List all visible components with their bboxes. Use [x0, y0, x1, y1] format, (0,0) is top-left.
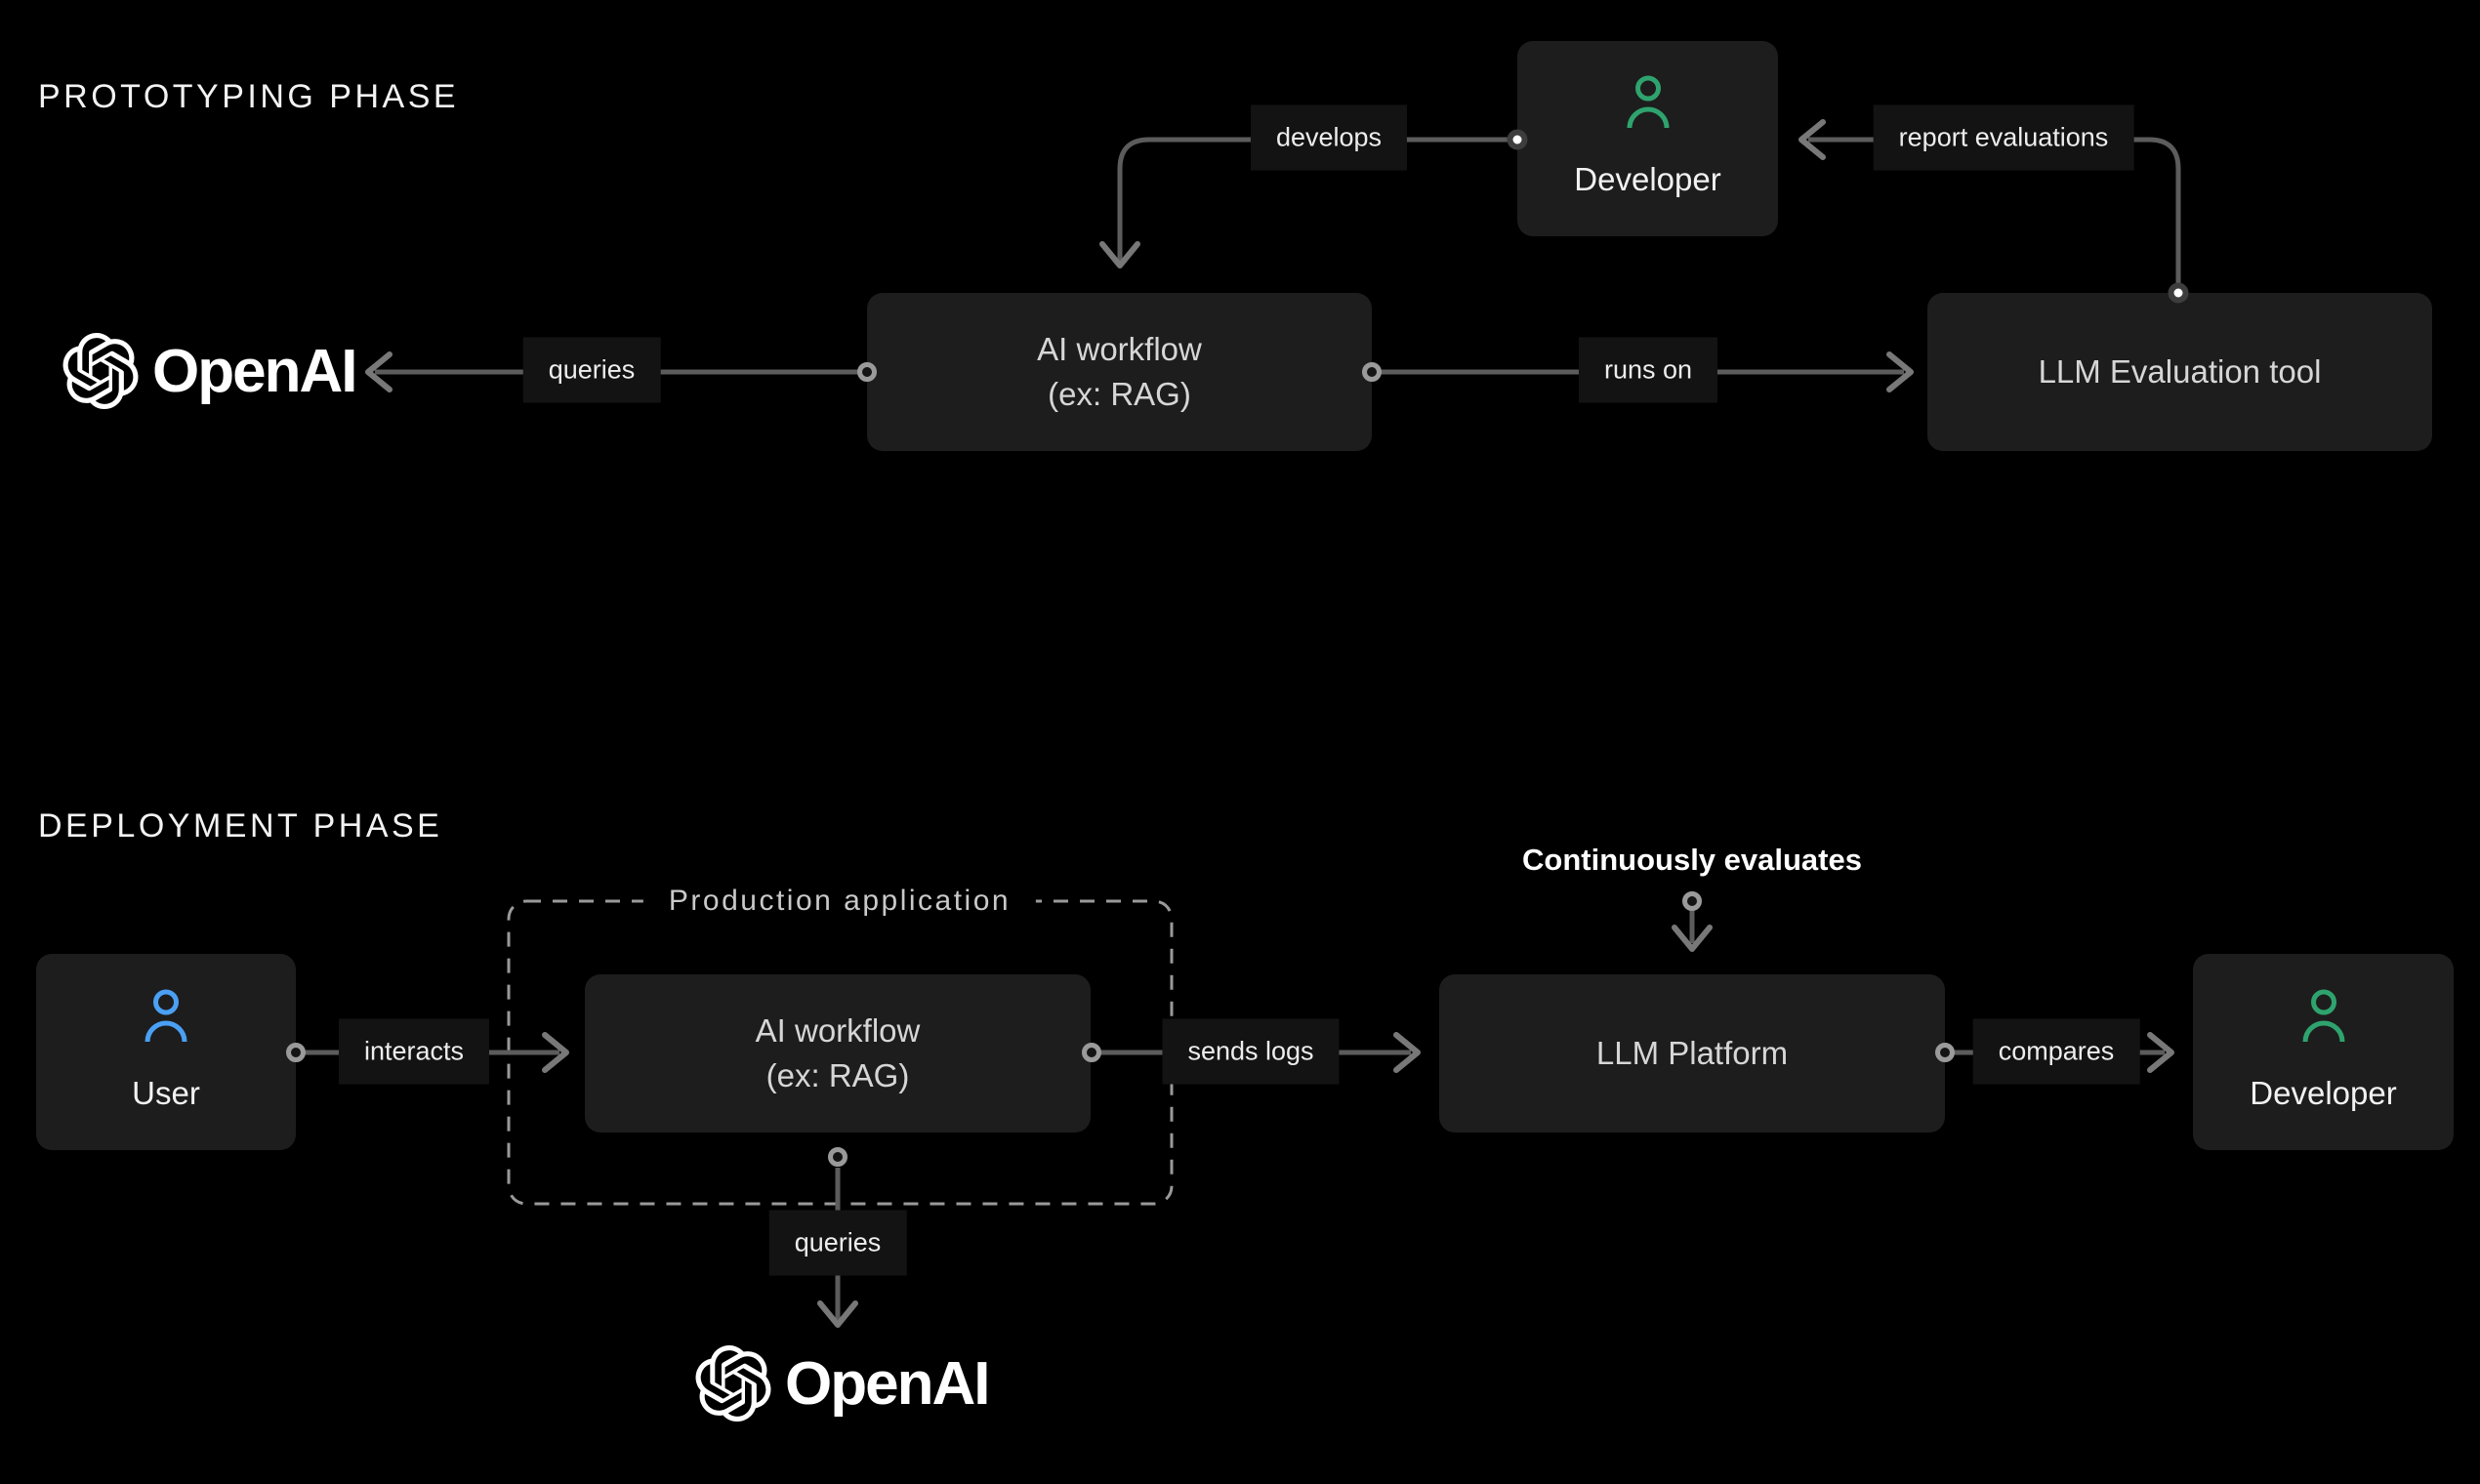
- arrowhead-right-icon: [1886, 351, 1914, 392]
- edge-label-develops: develops: [1250, 104, 1408, 171]
- node-developer-deployment: Developer: [2193, 954, 2454, 1150]
- node-ai-workflow-prototyping: AI workflow (ex: RAG): [867, 293, 1372, 451]
- edge-label-report-evaluations: report evaluations: [1873, 104, 2134, 171]
- arrowhead-down-icon: [817, 1300, 858, 1328]
- arrowhead-left-icon: [1798, 119, 1826, 160]
- node-llm-platform: LLM Platform: [1439, 974, 1945, 1133]
- prototyping-phase-title: PROTOTYPING PHASE: [38, 78, 460, 115]
- openai-logomark-icon: [695, 1345, 771, 1422]
- node-label: User: [132, 1074, 200, 1111]
- openai-wordmark: OpenAI: [785, 1349, 990, 1418]
- edge-label-queries-prototyping: queries: [522, 337, 661, 403]
- node-label-line2: (ex: RAG): [1048, 376, 1191, 412]
- edge-label-runs-on: runs on: [1578, 337, 1718, 403]
- connector-dot: [1682, 891, 1702, 911]
- node-user: User: [36, 954, 296, 1150]
- node-label: LLM Platform: [1595, 1035, 1789, 1072]
- continuously-evaluates-label: Continuously evaluates: [1522, 843, 1862, 877]
- node-developer-prototyping: Developer: [1517, 41, 1778, 236]
- node-label: Developer: [2250, 1074, 2397, 1111]
- developer-person-icon: [2302, 989, 2344, 1042]
- openai-logo-deployment: OpenAI: [695, 1345, 990, 1422]
- edge-label-compares: compares: [1972, 1018, 2140, 1085]
- connector-dot: [828, 1147, 847, 1167]
- node-label-line1: AI workflow: [1037, 331, 1202, 368]
- edge-continuously-evaluates: [1672, 891, 1713, 952]
- openai-logomark-icon: [62, 333, 139, 409]
- user-person-icon: [145, 989, 187, 1042]
- arrowhead-left-icon: [365, 351, 393, 392]
- node-label: LLM Evaluation tool: [2038, 353, 2322, 391]
- edge-label-sends-logs: sends logs: [1162, 1018, 1340, 1085]
- node-label-line1: AI workflow: [755, 1012, 921, 1050]
- arrowhead-right-icon: [2147, 1032, 2174, 1073]
- production-application-title: Production application: [642, 883, 1037, 920]
- edge-label-interacts: interacts: [338, 1018, 490, 1085]
- openai-logo-prototyping: OpenAI: [62, 333, 357, 409]
- node-label-line2: (ex: RAG): [765, 1057, 910, 1093]
- arrowhead-down-icon: [1672, 925, 1713, 952]
- developer-person-icon: [1627, 75, 1669, 129]
- arrowhead-right-icon: [542, 1032, 569, 1073]
- edge-label-queries-deployment: queries: [768, 1210, 907, 1276]
- deployment-phase-title: DEPLOYMENT PHASE: [38, 807, 443, 845]
- arrowhead-down-icon: [1099, 241, 1140, 268]
- node-llm-evaluation-tool: LLM Evaluation tool: [1927, 293, 2432, 451]
- openai-wordmark: OpenAI: [152, 337, 357, 405]
- node-label: Developer: [1574, 161, 1721, 198]
- arrowhead-right-icon: [1393, 1032, 1421, 1073]
- node-ai-workflow-deployment: AI workflow (ex: RAG): [585, 974, 1091, 1133]
